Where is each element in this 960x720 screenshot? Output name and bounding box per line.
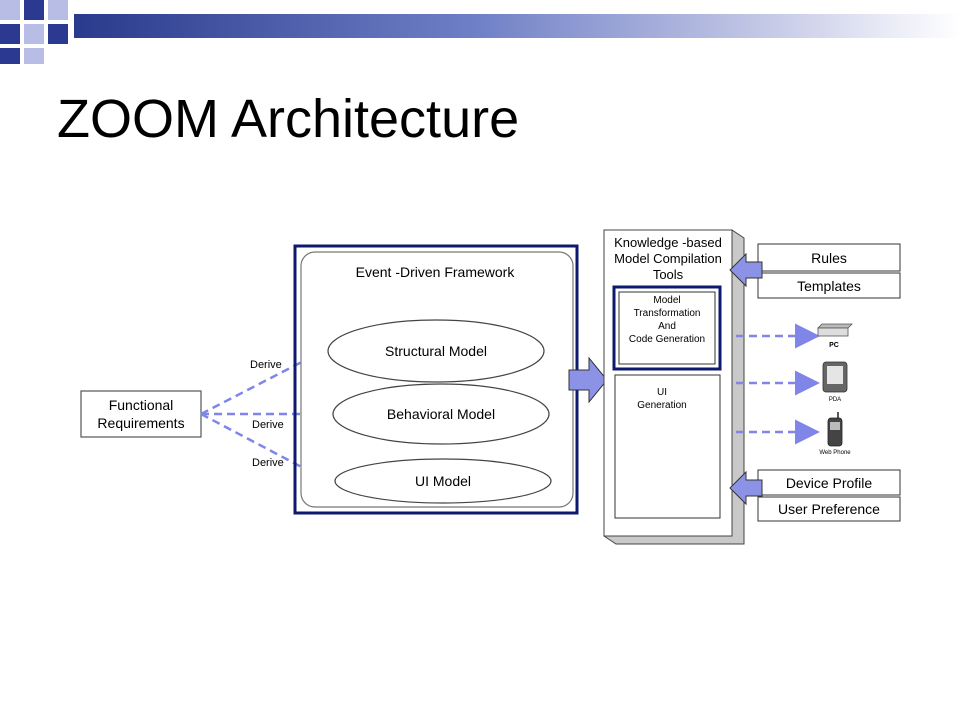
transformation-line4: Code Generation	[629, 334, 705, 345]
transformation-line3: And	[658, 321, 676, 332]
ui-generation-line2: Generation	[637, 400, 686, 411]
compilation-tools-block: Knowledge -based Model Compilation Tools…	[603, 229, 745, 545]
device-profile-arrow	[729, 470, 763, 506]
compilation-title-3: Tools	[653, 267, 684, 282]
ui-model-label: UI Model	[415, 473, 471, 489]
templates-label: Templates	[797, 278, 861, 294]
framework-to-compiler-arrow	[568, 356, 608, 404]
event-driven-framework: Event -Driven Framework Structural Model…	[293, 244, 579, 515]
ui-generation-box	[614, 374, 721, 519]
ui-generation-line1: UI	[657, 387, 667, 398]
bottom-inputs: Device Profile User Preference	[729, 469, 901, 522]
top-inputs: Rules Templates	[729, 243, 901, 299]
structural-model-ellipse	[327, 319, 545, 383]
slide-title: ZOOM Architecture	[57, 89, 520, 149]
compilation-title-2: Model Compilation	[614, 251, 722, 266]
functional-requirements-box: Functional Requirements	[80, 390, 202, 438]
framework-title: Event -Driven Framework	[356, 264, 516, 280]
derive-label-2: Derive	[252, 419, 284, 431]
pc-icon: PC	[817, 323, 853, 349]
compilation-title-1: Knowledge -based	[614, 235, 722, 250]
device-arrows	[736, 323, 820, 445]
pda-icon: PDA	[822, 361, 848, 403]
ui-model-ellipse	[334, 458, 552, 504]
behavioral-model-ellipse	[332, 383, 550, 445]
header-gradient-bar	[74, 14, 960, 38]
web-phone-label: Web Phone	[819, 450, 851, 456]
structural-model-label: Structural Model	[385, 343, 487, 359]
transformation-highlight	[612, 285, 722, 371]
pda-label: PDA	[829, 397, 841, 403]
pc-label: PC	[829, 342, 839, 349]
device-profile-label: Device Profile	[786, 475, 873, 491]
rules-label: Rules	[811, 250, 847, 266]
transformation-line2: Transformation	[634, 308, 701, 319]
derive-label-1: Derive	[250, 359, 282, 371]
transformation-line1: Model	[653, 295, 680, 306]
rules-arrow	[729, 252, 763, 288]
web-phone-icon: Web Phone	[819, 412, 851, 456]
functional-requirements-line1: Functional	[109, 397, 174, 413]
derive-label-3: Derive	[252, 457, 284, 469]
user-preference-label: User Preference	[778, 501, 880, 517]
functional-requirements-line2: Requirements	[97, 415, 184, 431]
behavioral-model-label: Behavioral Model	[387, 406, 495, 422]
